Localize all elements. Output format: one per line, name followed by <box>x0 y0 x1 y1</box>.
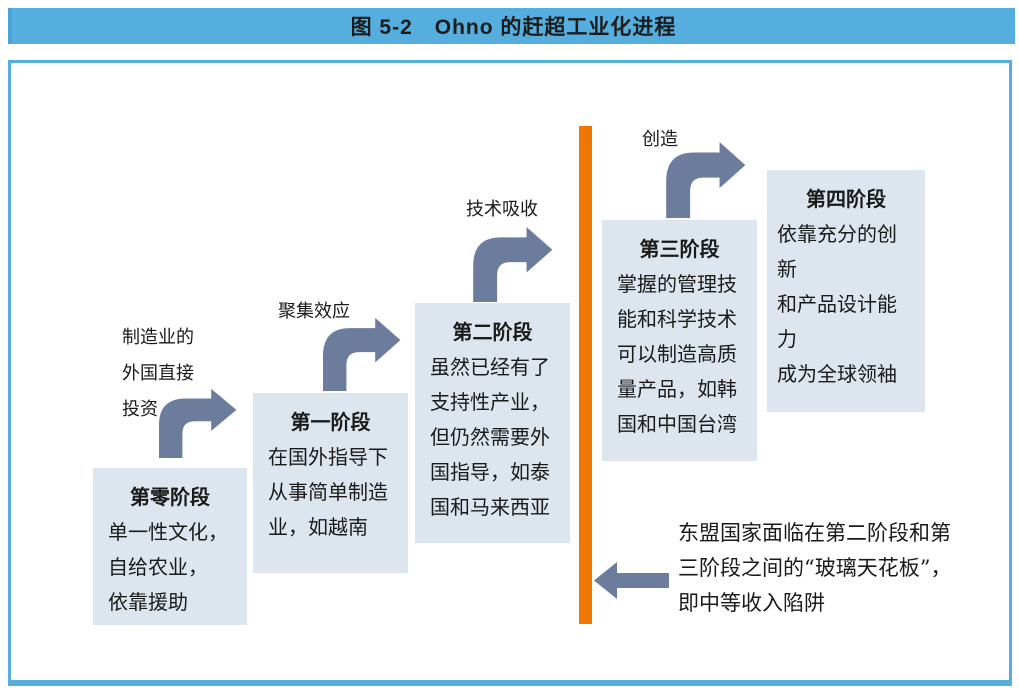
stage-body: 掌握的管理技 能和科学技术 可以制造高质 量产品，如韩 国和中国台湾 <box>617 272 737 436</box>
stage-heading: 第一阶段 <box>290 410 371 434</box>
elbow-arrow-icon <box>314 317 404 391</box>
stage-box-2: 第二阶段 虽然已经有了 支持性产业， 但仍然需要外 国指导，如泰 国和马来西亚 <box>415 303 570 543</box>
stage-heading: 第三阶段 <box>639 237 720 261</box>
stage-heading: 第二阶段 <box>452 320 533 344</box>
elbow-arrow-icon <box>464 226 556 302</box>
glass-ceiling-annotation: 东盟国家面临在第二阶段和第 三阶段之间的“玻璃天花板”， 即中等收入陷阱 <box>678 521 952 615</box>
stage-heading: 第零阶段 <box>130 485 210 509</box>
stage-body: 虽然已经有了 支持性产业， 但仍然需要外 国指导，如泰 国和马来西亚 <box>430 355 550 519</box>
left-arrow-icon <box>594 562 669 599</box>
stage-body: 依靠充分的创新 和产品设计能力 成为全球领袖 <box>777 222 897 386</box>
transition-label-tech-absorption: 技术吸收 <box>466 199 538 220</box>
stage-body: 在国外指导下 从事简单制造 业，如越南 <box>268 445 388 539</box>
figure-title-bar: 图 5-2 Ohno 的赶超工业化进程 <box>8 8 1015 44</box>
stage-box-3: 第三阶段 掌握的管理技 能和科学技术 可以制造高质 量产品，如韩 国和中国台湾 <box>602 220 757 461</box>
elbow-arrow-icon <box>150 388 240 458</box>
stage-box-4: 第四阶段 依靠充分的创新 和产品设计能力 成为全球领袖 <box>767 170 925 412</box>
figure-title: 图 5-2 Ohno 的赶超工业化进程 <box>350 16 677 39</box>
stage-heading: 第四阶段 <box>806 187 886 211</box>
elbow-arrow-icon <box>657 141 749 218</box>
stage-box-0: 第零阶段 单一性文化， 自给农业， 依靠援助 <box>93 468 247 625</box>
transition-label-fdi: 制造业的 外国直接 投资 <box>122 327 194 420</box>
stage-body: 单一性文化， 自给农业， 依靠援助 <box>108 520 228 614</box>
transition-label-creation: 创造 <box>642 129 678 150</box>
glass-ceiling-bar <box>579 126 592 624</box>
stage-box-1: 第一阶段 在国外指导下 从事简单制造 业，如越南 <box>253 393 408 573</box>
transition-label-agglomeration: 聚集效应 <box>278 301 350 322</box>
